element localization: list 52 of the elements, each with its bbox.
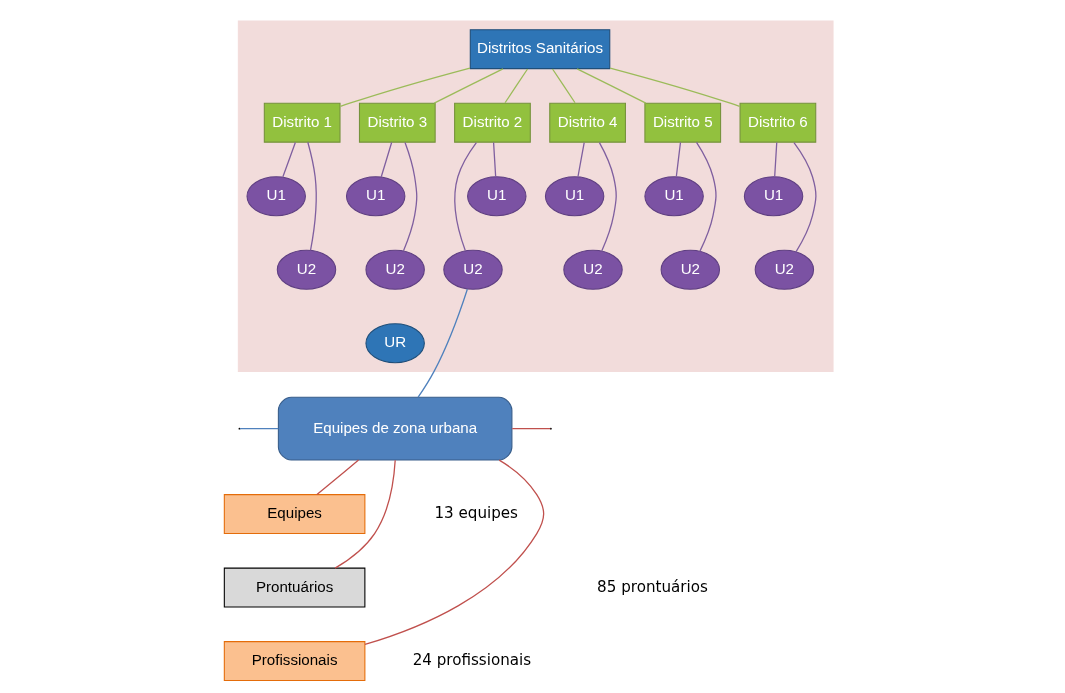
connector — [380, 141, 392, 178]
connector — [695, 141, 717, 252]
node-ellipse: U1 — [743, 176, 803, 217]
node-ellipse: U1 — [246, 176, 306, 217]
connector — [238, 428, 279, 430]
node-ellipse: U2 — [660, 249, 720, 290]
node-box: Distrito 5 — [643, 102, 721, 143]
connector — [315, 459, 359, 496]
connector — [363, 459, 544, 646]
label: 24 profissionais — [412, 651, 531, 670]
connector — [608, 67, 740, 108]
node-box: Distrito 2 — [453, 102, 531, 143]
node-box: Prontuários — [223, 567, 365, 608]
connector — [511, 428, 551, 430]
connector — [339, 67, 471, 108]
connector — [576, 141, 585, 178]
connector — [792, 141, 817, 253]
node-ellipse: U2 — [364, 249, 425, 290]
node-ellipse: U2 — [754, 249, 814, 290]
connector — [598, 141, 617, 252]
node-ellipse: U1 — [544, 176, 604, 217]
node-box: Equipes — [223, 494, 365, 535]
cluster — [237, 20, 834, 372]
node-ellipse: U2 — [442, 249, 503, 290]
connector — [306, 141, 317, 251]
node-ellipse: U2 — [562, 249, 623, 290]
connector — [333, 459, 396, 569]
connector — [453, 141, 477, 252]
connector — [492, 141, 496, 178]
connector — [433, 68, 504, 104]
node-box: Distrito 3 — [358, 102, 436, 143]
connector — [576, 68, 646, 104]
node-box: Distrito 4 — [548, 102, 626, 143]
node-box: Distrito 1 — [263, 102, 341, 143]
connector — [675, 141, 681, 178]
connector — [773, 141, 777, 178]
connector — [417, 288, 468, 398]
connector — [551, 68, 576, 104]
node-box: Distrito 6 — [739, 102, 816, 143]
connector — [402, 141, 417, 252]
node-ellipse: U1 — [345, 176, 405, 217]
node-box: Profissionais — [223, 641, 365, 682]
node-box: Distritos Sanitários — [469, 29, 610, 70]
label: 13 equipes — [433, 504, 518, 523]
connector — [281, 141, 296, 178]
node-ellipse: U2 — [276, 249, 336, 290]
node-ellipse: U1 — [643, 176, 704, 217]
node-box: Equipes de zona urbana — [277, 396, 512, 461]
label: 85 prontuários — [596, 577, 708, 596]
node-ellipse: UR — [364, 323, 425, 364]
connector — [503, 68, 528, 104]
node-ellipse: U1 — [466, 176, 526, 217]
